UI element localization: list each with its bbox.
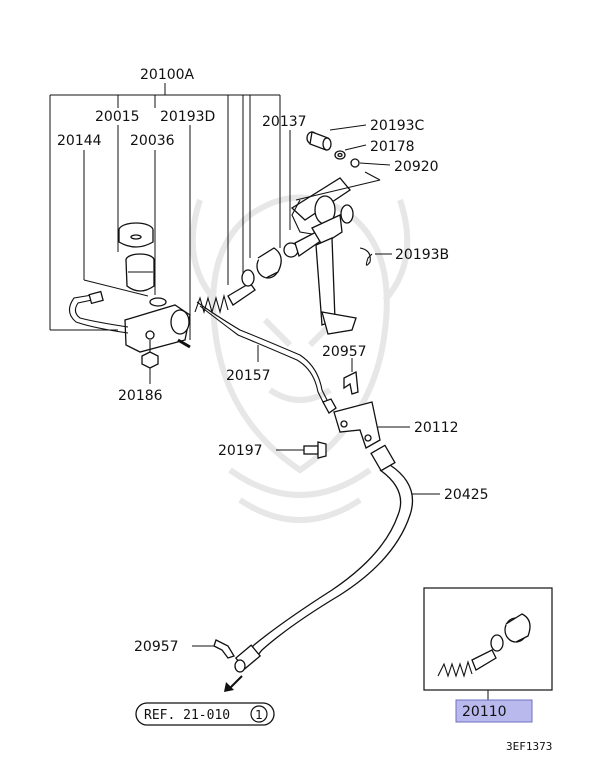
highlight-box bbox=[455, 699, 533, 723]
pin-20193D[interactable] bbox=[177, 338, 191, 349]
clevis-nut[interactable] bbox=[283, 230, 323, 258]
clutch-hose-20425[interactable] bbox=[234, 444, 414, 673]
reference-link[interactable]: REF. 21-010 1 bbox=[135, 702, 275, 726]
master-cylinder-body[interactable] bbox=[124, 297, 191, 353]
label-20193C[interactable]: 20193C bbox=[370, 118, 425, 134]
label-20920[interactable]: 20920 bbox=[394, 159, 439, 175]
reservoir-hose-20144[interactable] bbox=[68, 290, 129, 334]
part-number-20110-highlight[interactable]: 20110 bbox=[455, 699, 533, 723]
pedal-pin-20193C[interactable] bbox=[306, 131, 332, 151]
label-20110[interactable]: 20110 bbox=[462, 704, 507, 720]
label-20112[interactable]: 20112 bbox=[414, 420, 459, 436]
bracket-20112[interactable] bbox=[333, 401, 381, 449]
clip-20193B[interactable] bbox=[359, 247, 373, 266]
ring-20920[interactable] bbox=[350, 158, 360, 168]
kit-inset-box bbox=[423, 587, 553, 691]
label-20015[interactable]: 20015 bbox=[95, 109, 140, 125]
label-20957-bottom[interactable]: 20957 bbox=[134, 639, 179, 655]
reservoir-20036[interactable] bbox=[125, 253, 155, 292]
label-20100A[interactable]: 20100A bbox=[140, 67, 195, 83]
boot-20137[interactable] bbox=[256, 247, 282, 279]
diagram-code: 3EF1373 bbox=[506, 740, 552, 753]
clutch-pipe-20157[interactable] bbox=[196, 301, 337, 414]
bolt-20186[interactable] bbox=[141, 340, 159, 369]
label-20157[interactable]: 20157 bbox=[226, 368, 271, 384]
label-20425[interactable]: 20425 bbox=[444, 487, 489, 503]
leader-lines-left bbox=[83, 125, 291, 340]
label-20957-top[interactable]: 20957 bbox=[322, 344, 367, 360]
reservoir-cap-20015[interactable] bbox=[118, 222, 154, 248]
clip-20957-top[interactable] bbox=[343, 370, 359, 395]
label-20178[interactable]: 20178 bbox=[370, 139, 415, 155]
label-20193B[interactable]: 20193B bbox=[395, 247, 449, 263]
snap-ring[interactable] bbox=[241, 269, 255, 287]
reference-text: REF. 21-010 bbox=[144, 708, 230, 723]
label-20144[interactable]: 20144 bbox=[57, 133, 102, 149]
label-20193D[interactable]: 20193D bbox=[160, 109, 215, 125]
label-20197[interactable]: 20197 bbox=[218, 443, 263, 459]
label-20036[interactable]: 20036 bbox=[130, 133, 175, 149]
clutch-pedal-assembly[interactable] bbox=[290, 177, 357, 335]
bolt-20197[interactable] bbox=[303, 441, 327, 459]
reference-circled-number: 1 bbox=[255, 708, 263, 722]
washer-20178[interactable] bbox=[334, 150, 346, 160]
clip-20957-bottom[interactable] bbox=[213, 639, 235, 659]
label-20137[interactable]: 20137 bbox=[262, 114, 307, 130]
arrow-down-left-icon bbox=[224, 675, 243, 692]
label-20186[interactable]: 20186 bbox=[118, 388, 163, 404]
